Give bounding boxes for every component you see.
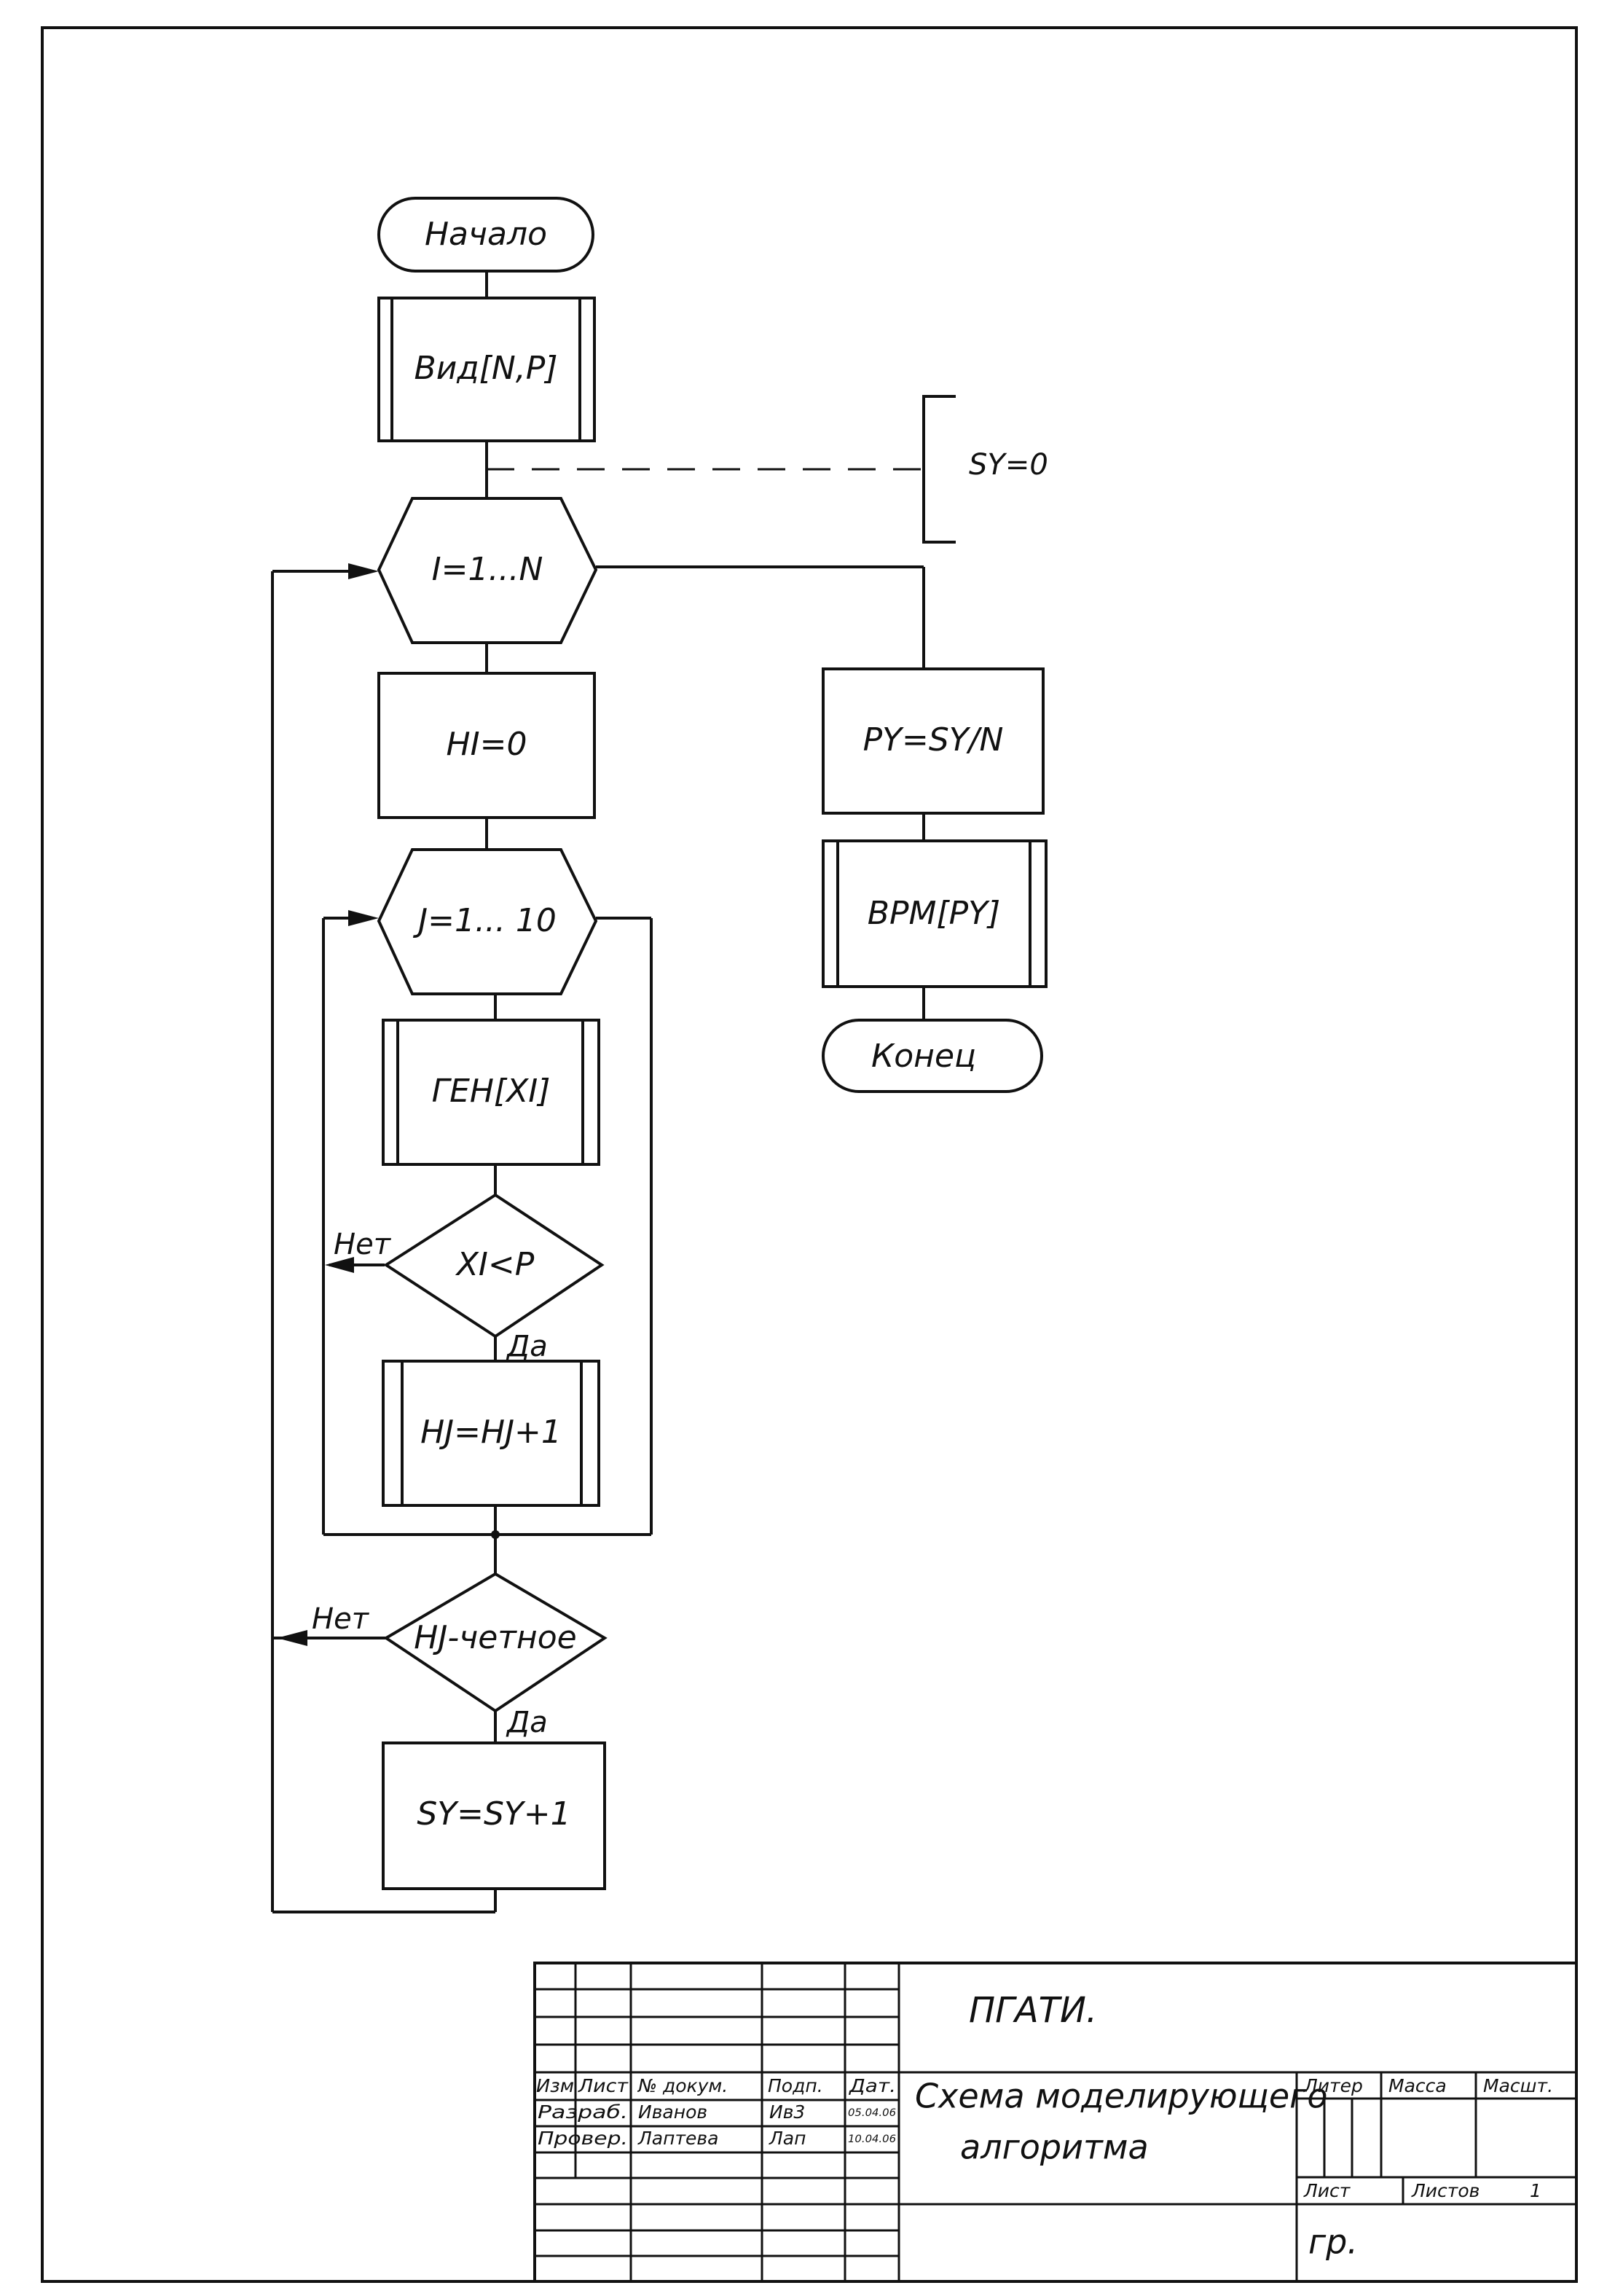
cond2-no-label: Нет: [312, 1602, 370, 1636]
increment-label: HJ=HJ+1: [420, 1414, 562, 1451]
scale-label: Масшт.: [1483, 2075, 1553, 2096]
document-title-line2: алгоритма: [960, 2128, 1149, 2167]
header-doc-number: № докум.: [637, 2075, 728, 2096]
condition-diamond-1: XI<P: [383, 1193, 605, 1339]
developer-date: 05.04.06: [848, 2107, 896, 2119]
developer-name: Иванов: [638, 2101, 707, 2123]
cond1-no-label: Нет: [334, 1228, 392, 1261]
cond1-label: XI<P: [455, 1246, 535, 1283]
generate-label: ГЕН[XI]: [432, 1073, 551, 1110]
cond2-label: HJ-четное: [414, 1619, 576, 1656]
developer-role: Разраб.: [538, 2101, 628, 2123]
generate-predefined-process: ГЕН[XI]: [382, 1019, 600, 1166]
junction-dot: [491, 1530, 500, 1539]
compute-label: PY=SY/N: [863, 721, 1004, 759]
end-terminator: Конец: [822, 1019, 1043, 1093]
checker-name: Лаптева: [637, 2128, 718, 2149]
cond2-yes-label: Да: [506, 1706, 548, 1739]
output-predefined-process: ВРМ[PY]: [822, 839, 1048, 988]
init-label: HI=0: [447, 726, 527, 763]
checker-signature: Лап: [769, 2128, 806, 2149]
condition-diamond-2: HJ-четное: [383, 1572, 608, 1713]
init-process: HI=0: [377, 672, 596, 819]
header-list: Лист: [578, 2075, 629, 2096]
liter-label: Литер: [1303, 2075, 1363, 2096]
sum-label: SY=SY+1: [417, 1795, 570, 1833]
header-signature: Подп.: [768, 2075, 823, 2096]
developer-signature: Ив3: [769, 2101, 805, 2123]
arrow-head-outer-loop: [348, 563, 379, 579]
outer-loop-hexagon: I=1...N: [377, 497, 598, 644]
inner-loop-hexagon: J=1... 10: [377, 848, 598, 995]
sheet-label: Лист: [1303, 2180, 1351, 2201]
end-label: Конец: [871, 1038, 976, 1075]
comment-bracket: [922, 395, 956, 544]
start-label: Начало: [425, 216, 547, 253]
inner-loop-label: J=1... 10: [412, 902, 557, 939]
mass-label: Масса: [1388, 2075, 1447, 2096]
header-izm: Изм: [536, 2075, 574, 2096]
input-predefined-process: Вид[N,P]: [377, 297, 596, 442]
checker-date: 10.04.06: [848, 2134, 896, 2145]
checker-role: Провер.: [538, 2128, 628, 2149]
sum-process: SY=SY+1: [382, 1741, 606, 1890]
organization-name: ПГАТИ.: [969, 1990, 1097, 2031]
start-terminator: Начало: [377, 197, 594, 273]
cond1-yes-label: Да: [506, 1330, 548, 1363]
comment-label: SY=0: [969, 448, 1048, 482]
title-block: ПГАТИ. Схема моделирующего алгоритма Изм…: [533, 1962, 1578, 2283]
outer-loop-label: I=1...N: [432, 551, 543, 588]
header-date: Дат.: [849, 2075, 896, 2096]
connectors: [271, 271, 956, 1913]
group-label: гр.: [1308, 2222, 1358, 2262]
output-label: ВРМ[PY]: [868, 895, 1000, 932]
arrow-head-inner-loop: [348, 910, 379, 926]
sheets-label: Листов: [1411, 2180, 1480, 2201]
arrow-head-no-branch-2: [277, 1630, 307, 1646]
input-label: Вид[N,P]: [414, 350, 558, 387]
sheets-count: 1: [1530, 2180, 1541, 2201]
increment-predefined-process: HJ=HJ+1: [382, 1360, 600, 1507]
arrow-head-no-branch-1: [325, 1257, 354, 1273]
compute-process: PY=SY/N: [822, 667, 1045, 815]
document-title-line1: Схема моделирующего: [915, 2077, 1328, 2116]
